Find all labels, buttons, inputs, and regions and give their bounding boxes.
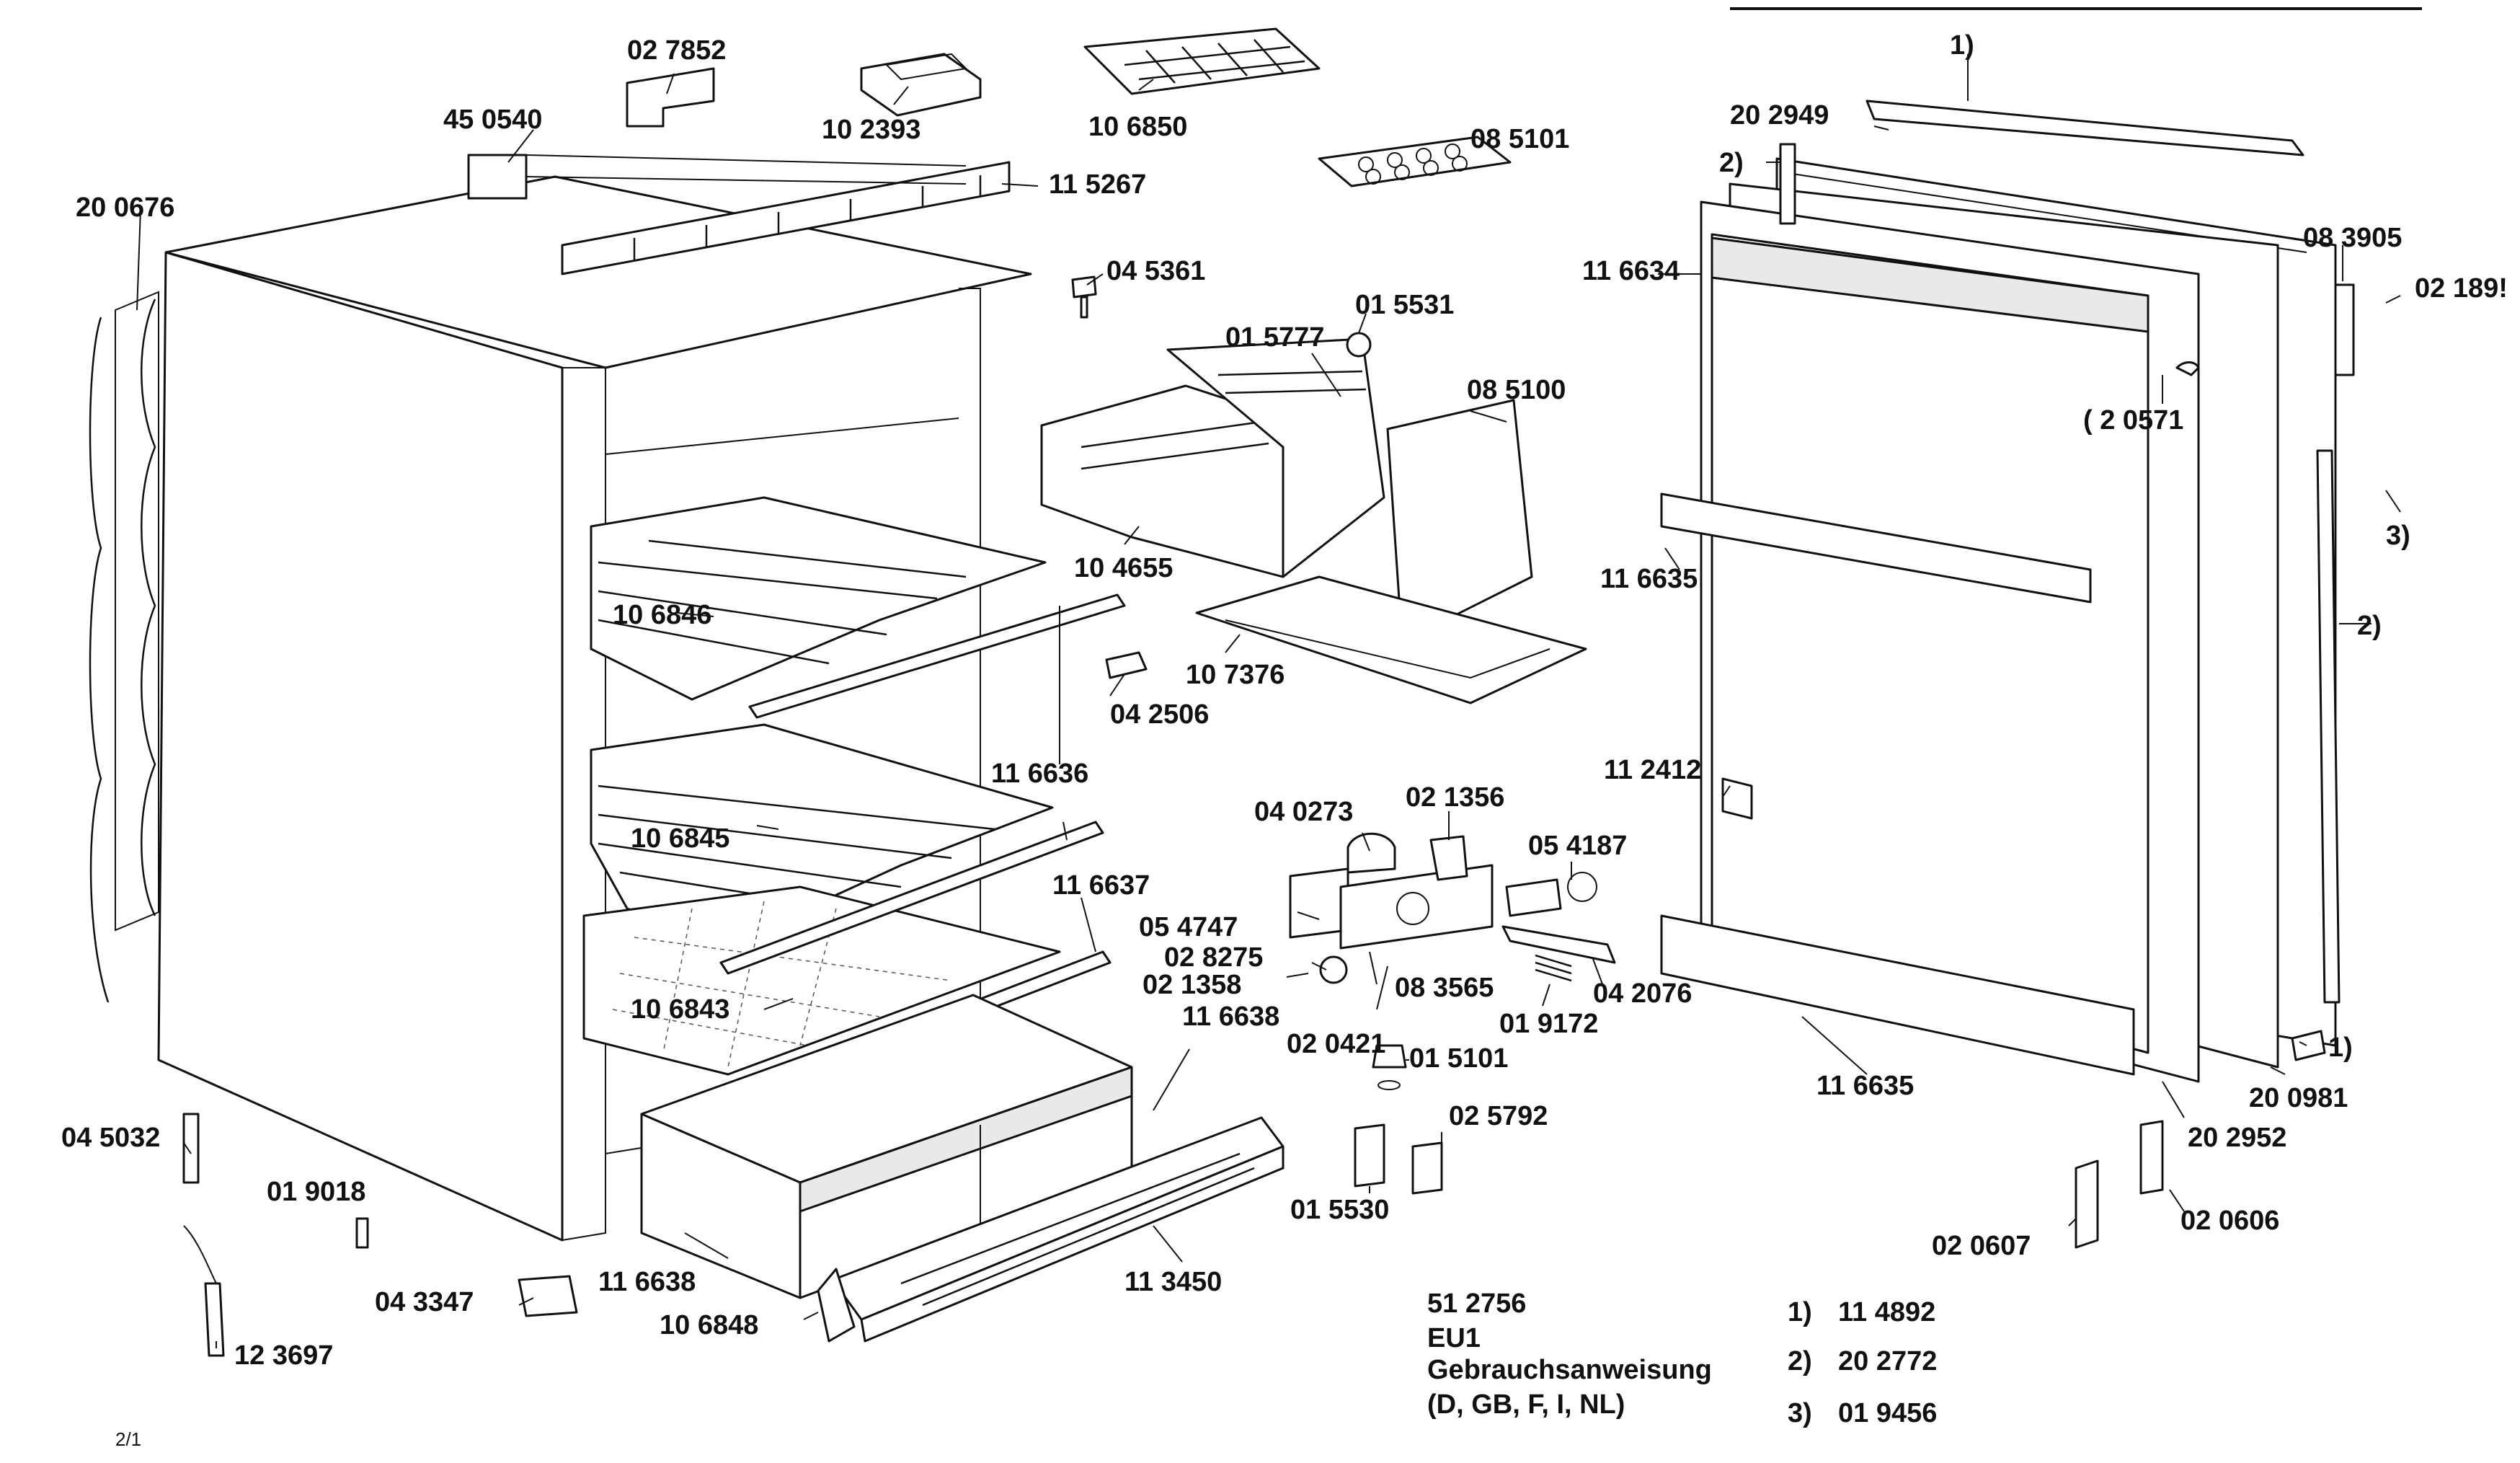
label-040273: 04 0273 [1254,797,1353,827]
label-116638a: 11 6638 [1182,1002,1279,1032]
condenser-coil [89,291,159,1003]
top-rail [467,154,1011,275]
label-116637: 11 6637 [1052,870,1150,901]
label-045032: 04 5032 [61,1123,160,1153]
label-202952: 20 2952 [2188,1123,2286,1153]
label-085100: 08 5100 [1467,375,1566,405]
label-106850: 10 6850 [1088,112,1187,142]
left-small-parts [182,1113,578,1357]
label-106846: 10 6846 [613,600,711,630]
label-015531: 01 5531 [1355,290,1454,320]
ice-container [860,53,982,117]
label-n2top: 2) [1719,148,1744,178]
label-n1top: 1) [1950,30,1974,61]
label-106845: 10 6845 [631,823,729,854]
label-054187: 05 4187 [1528,831,1627,861]
drawing-layer [89,7,2422,1357]
label-116636: 11 6636 [991,759,1088,789]
egg-tray [1318,136,1512,187]
small-parts [1071,275,1372,679]
label-102393: 10 2393 [822,115,920,145]
door-assembly [1660,100,2355,1249]
label-202949: 20 2949 [1730,100,1829,131]
label-112412: 11 2412 [1604,755,1701,785]
label-085101: 08 5101 [1470,124,1569,154]
label-025792: 02 5792 [1449,1101,1548,1131]
label-020607: 02 0607 [1932,1231,2031,1261]
manual-languages: (D, GB, F, I, NL) [1427,1389,1625,1420]
glass-shelf [582,885,1061,1076]
bracket-top [626,67,715,128]
legend-key-2: 2) [1788,1346,1812,1376]
label-015530: 01 5530 [1290,1195,1389,1225]
manual-title: Gebrauchsanweisung [1427,1355,1712,1385]
model-variant: EU1 [1427,1323,1481,1353]
label-116635b: 11 6635 [1816,1071,1914,1101]
freezer-unit [1040,337,1587,704]
label-116635a: 11 6635 [1600,564,1698,594]
label-020606: 02 0606 [2180,1206,2279,1236]
label-n3: 3) [2386,521,2410,551]
model-number: 51 2756 [1427,1289,1526,1319]
legend-part-3: 01 9456 [1838,1398,1937,1428]
label-020571: ( 2 0571 [2083,405,2183,436]
label-116634: 11 6634 [1582,256,1680,286]
shelf-upper [590,496,1047,701]
label-083565: 08 3565 [1395,973,1494,1003]
crisper-box [640,994,1133,1299]
label-020421: 02 0421 [1287,1029,1385,1059]
label-027852: 02 7852 [627,35,726,66]
label-123697: 12 3697 [234,1340,333,1371]
label-015777: 01 5777 [1225,322,1324,353]
leader-lines [136,54,2401,1348]
label-054747: 05 4747 [1139,912,1238,942]
label-015101: 01 5101 [1409,1043,1508,1074]
label-n2right: 2) [2357,611,2382,641]
legend-key-1: 1) [1788,1297,1812,1327]
label-019018: 01 9018 [267,1177,365,1207]
crisper-front [817,1116,1285,1343]
label-116638b: 11 6638 [598,1267,696,1297]
thermostat-assembly [1286,832,1616,1195]
label-028275: 02 8275 [1164,942,1263,973]
label-200676: 20 0676 [76,193,174,223]
label-045361: 04 5361 [1106,256,1205,286]
label-115267: 11 5267 [1049,169,1146,200]
label-02189: 02 189! [2415,273,2508,304]
ice-tray [1083,27,1321,95]
legend-part-2: 20 2772 [1838,1346,1937,1376]
label-043347: 04 3347 [375,1287,474,1317]
label-021356: 02 1356 [1406,782,1504,813]
footnote-legend: 1) 11 4892 2) 20 2772 3) 01 9456 [1788,1297,1937,1428]
label-107376: 10 7376 [1186,660,1285,690]
page-reference: 2/1 [115,1428,141,1450]
label-042506: 04 2506 [1110,699,1209,730]
label-113450: 11 3450 [1124,1267,1222,1297]
label-083905: 08 3905 [2303,223,2402,253]
label-106843: 10 6843 [631,994,729,1025]
label-019172: 01 9172 [1499,1009,1598,1039]
label-106848: 10 6848 [660,1310,758,1340]
label-450540: 45 0540 [443,105,542,135]
label-042076: 04 2076 [1593,978,1692,1009]
part-labels: 02 7852 10 2393 10 6850 45 0540 11 5267 … [61,30,2508,1371]
legend-key-3: 3) [1788,1398,1812,1428]
label-021358: 02 1358 [1143,970,1241,1000]
model-info: 51 2756 EU1 Gebrauchsanweisung (D, GB, F… [1427,1289,1712,1420]
label-n1bottom: 1) [2328,1033,2353,1063]
label-104655: 10 4655 [1074,553,1173,583]
legend-part-1: 11 4892 [1838,1297,1935,1327]
label-200981: 20 0981 [2249,1083,2348,1113]
